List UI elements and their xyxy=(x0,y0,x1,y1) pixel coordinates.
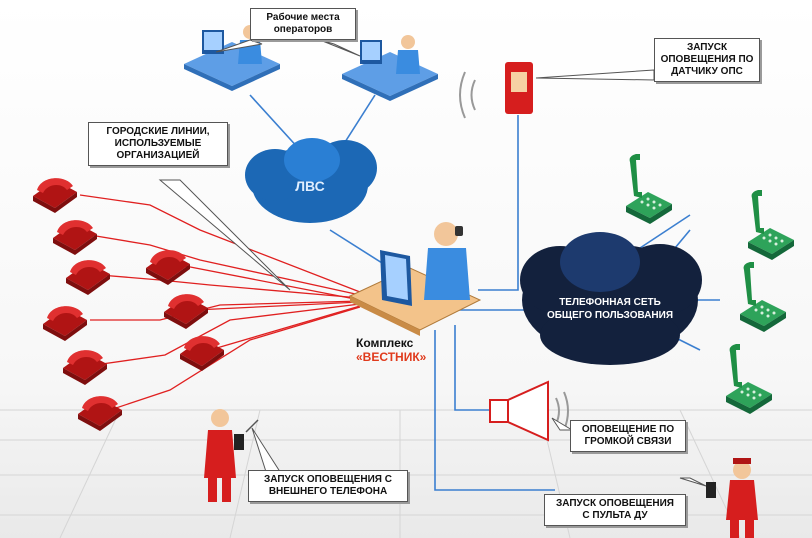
vestnik-workstation xyxy=(348,222,482,336)
pstn-cloud xyxy=(520,232,702,365)
lan-cloud xyxy=(245,138,377,223)
operator-workplace-right xyxy=(342,35,438,101)
loudspeaker-label: ОПОВЕЩЕНИЕ ПО ГРОМКОЙ СВЯЗИ xyxy=(570,420,686,452)
callout-pointers xyxy=(158,39,707,487)
speaker-icon xyxy=(489,380,569,442)
guard-with-remote-icon xyxy=(706,458,758,538)
lan-label: ЛВС xyxy=(295,178,325,194)
complex-name: «ВЕСТНИК» xyxy=(356,350,427,364)
pstn-label: ТЕЛЕФОННАЯ СЕТЬ ОБЩЕГО ПОЛЬЗОВАНИЯ xyxy=(546,297,674,321)
ops-sensor-label: ЗАПУСК ОПОВЕЩЕНИЯ ПО ДАТЧИКУ ОПС xyxy=(654,38,760,82)
remote-label: ЗАПУСК ОПОВЕЩЕНИЯ С ПУЛЬТА ДУ xyxy=(544,494,686,526)
complex-label: Комплекс «ВЕСТНИК» xyxy=(356,336,426,364)
city-lines-label: ГОРОДСКИЕ ЛИНИИ, ИСПОЛЬЗУЕМЫЕ ОРГАНИЗАЦИ… xyxy=(88,122,228,166)
remote-icon xyxy=(706,482,716,498)
sensor-icon xyxy=(459,62,533,119)
external-phone-label: ЗАПУСК ОПОВЕЩЕНИЯ С ВНЕШНЕГО ТЕЛЕФОНА xyxy=(248,470,408,502)
operators-label: Рабочие места операторов xyxy=(250,8,356,40)
person-with-phone-icon xyxy=(204,409,259,502)
complex-title: Комплекс xyxy=(356,336,414,350)
red-phones xyxy=(33,178,224,431)
